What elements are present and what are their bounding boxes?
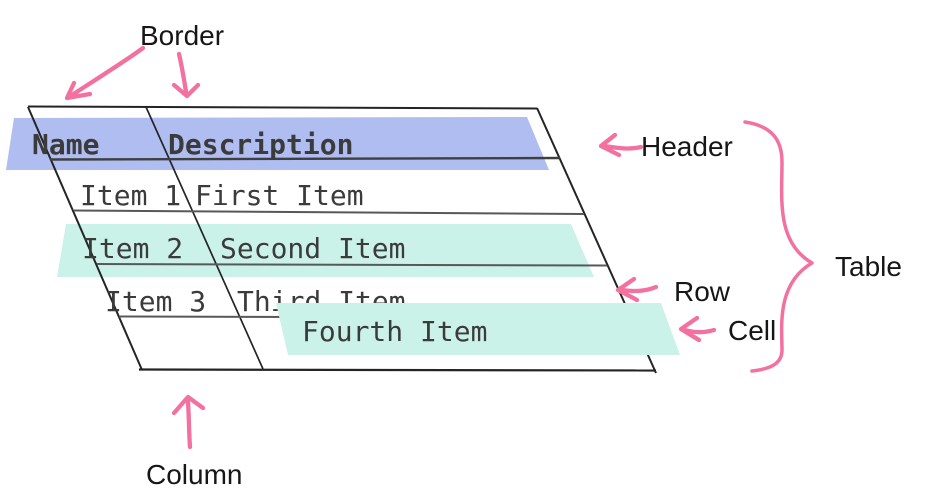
header-arrow-icon — [598, 132, 644, 158]
column-arrow-icon — [171, 394, 206, 450]
row-separator-1 — [73, 209, 585, 215]
cell-arrow-icon — [678, 315, 717, 343]
border-arrow-left-icon — [64, 45, 146, 101]
row-label: Row — [674, 276, 731, 307]
header-underline — [49, 156, 561, 161]
border-label: Border — [140, 20, 224, 51]
cell-highlight-band — [276, 303, 680, 355]
header-cell-description: Description — [168, 128, 353, 161]
table-brace-icon — [743, 120, 814, 373]
cell-row1-name: Item 1 — [80, 179, 181, 212]
cell-row2-name: Item 2 — [82, 232, 183, 265]
border-arrow-down-icon — [171, 51, 201, 99]
annotation-arrows — [64, 45, 814, 450]
column-separator — [145, 106, 264, 370]
header-cell-name: Name — [32, 128, 99, 161]
row-separator-2 — [96, 263, 608, 267]
cell-row2-description: Second Item — [220, 232, 405, 265]
header-label: Header — [641, 131, 733, 162]
cell-row1-description: First Item — [195, 179, 364, 212]
table-left-border — [27, 106, 143, 371]
cell-label: Cell — [728, 315, 776, 346]
cell-row3-name: Item 3 — [105, 285, 206, 318]
column-label: Column — [146, 459, 242, 490]
table-label: Table — [835, 251, 902, 282]
table-top-border — [27, 105, 538, 110]
cell-row4-description: Fourth Item — [302, 315, 487, 348]
header-highlight-band — [6, 117, 549, 170]
row-arrow-icon — [615, 276, 659, 303]
table-bottom-border — [138, 368, 657, 372]
table-content: Name Description Item 1 First Item Item … — [32, 128, 406, 318]
annotation-labels: Border Header Table Row Cell Column — [140, 20, 902, 490]
